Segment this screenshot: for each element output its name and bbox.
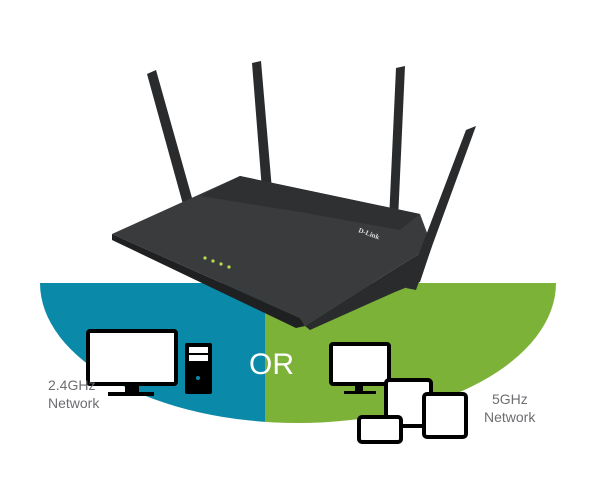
- label-24ghz: 2.4GHz: [48, 377, 95, 393]
- multi-device-icon: [329, 342, 468, 444]
- antenna-4: [406, 126, 476, 290]
- desktop-computer-icon: [86, 329, 212, 396]
- or-separator: OR: [249, 348, 294, 381]
- router-antennas: [147, 61, 405, 220]
- router: D-Link: [112, 176, 432, 330]
- antenna-1: [147, 70, 194, 208]
- antenna-2: [252, 61, 272, 190]
- label-5ghz: 5GHz: [492, 391, 528, 407]
- router-status-leds: [203, 256, 231, 269]
- label-24ghz-network: Network: [48, 395, 100, 411]
- antenna-3: [389, 66, 405, 220]
- label-5ghz-network: Network: [484, 409, 536, 425]
- tablet-icon-2: [422, 392, 468, 439]
- phone-icon: [357, 415, 403, 444]
